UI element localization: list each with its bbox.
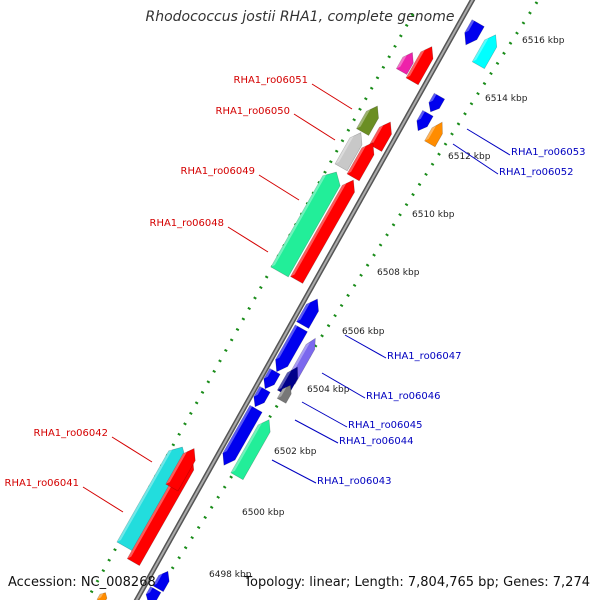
kbp-tick-label: 6510 kbp xyxy=(412,210,455,220)
gene-blue-arrow xyxy=(253,384,271,408)
gene-label: RHA1_ro06050 xyxy=(216,106,291,117)
gene-gray-box xyxy=(276,384,292,404)
kbp-tick-label: 6516 kbp xyxy=(522,36,565,46)
gene-aqua-box xyxy=(471,34,498,70)
gene-leader-line xyxy=(111,436,153,463)
gene-magenta-box xyxy=(395,51,414,75)
gene-leader-line xyxy=(271,459,317,484)
genome-backbone-highlight xyxy=(135,0,474,600)
gene-mint-box xyxy=(230,419,271,481)
kbp-tick-label: 6506 kbp xyxy=(342,327,385,337)
right-guide-dots xyxy=(150,1,539,600)
gene-orange-box xyxy=(96,592,108,600)
gene-orange-box xyxy=(424,121,443,148)
gene-leader-line xyxy=(452,143,499,175)
gene-leader-line xyxy=(321,372,366,399)
kbp-tick-label: 6498 kbp xyxy=(209,570,252,580)
gene-silver-box xyxy=(334,132,363,172)
gene-label: RHA1_ro06051 xyxy=(234,75,309,86)
gene-label: RHA1_ro06044 xyxy=(339,436,414,447)
gene-label: RHA1_ro06052 xyxy=(499,167,574,178)
gene-red-arrow xyxy=(346,142,375,182)
gene-blue-arrow xyxy=(296,298,319,329)
gene-olive-box xyxy=(356,105,379,136)
gene-leader-line xyxy=(466,128,511,156)
gene-label: RHA1_ro06046 xyxy=(366,391,441,402)
gene-blue-arrow xyxy=(464,17,485,46)
gene-label: RHA1_ro06045 xyxy=(348,420,423,431)
gene-red-arrow xyxy=(290,179,355,284)
kbp-tick-label: 6514 kbp xyxy=(485,94,528,104)
gene-label: RHA1_ro06041 xyxy=(5,478,80,489)
gene-blue-arrow xyxy=(222,403,263,466)
gene-leader-line xyxy=(311,83,353,110)
gene-label: RHA1_ro06048 xyxy=(150,218,225,229)
gene-red-arrow xyxy=(405,46,434,86)
gene-leader-line xyxy=(301,401,348,428)
kbp-tick-label: 6508 kbp xyxy=(377,268,420,278)
accession-text: Accession: NC_008268 xyxy=(8,575,156,590)
gene-leader-line xyxy=(227,226,269,253)
genome-stats-text: Topology: linear; Length: 7,804,765 bp; … xyxy=(244,575,590,590)
gene-leader-line xyxy=(258,174,300,201)
gene-blue-arrow xyxy=(152,570,170,593)
gene-blue-arrow xyxy=(145,584,162,600)
gene-leader-line xyxy=(344,334,387,359)
kbp-tick-label: 6500 kbp xyxy=(242,508,285,518)
genome-title: Rhodococcus jostii RHA1, complete genome xyxy=(145,9,455,25)
gene-mint-arrow xyxy=(270,171,341,278)
gene-red-arrow xyxy=(369,121,392,152)
gene-leader-line xyxy=(293,113,336,141)
gene-leader-line xyxy=(294,419,339,444)
gene-blue-arrow xyxy=(263,366,281,390)
gene-label: RHA1_ro06049 xyxy=(181,166,256,177)
gene-label: RHA1_ro06053 xyxy=(511,147,586,158)
gene-blue-arrow xyxy=(428,91,446,113)
gene-label: RHA1_ro06042 xyxy=(34,428,109,439)
kbp-tick-label: 6502 kbp xyxy=(274,447,317,457)
gene-leader-line xyxy=(82,486,124,513)
gene-label: RHA1_ro06047 xyxy=(387,351,462,362)
gene-blue-arrow xyxy=(275,322,308,373)
gene-red-arrow xyxy=(165,447,196,492)
kbp-tick-label: 6504 kbp xyxy=(307,385,350,395)
gene-label: RHA1_ro06043 xyxy=(317,476,392,487)
gene-blue-arrow xyxy=(416,108,434,132)
kbp-tick-label: 6512 kbp xyxy=(448,152,491,162)
